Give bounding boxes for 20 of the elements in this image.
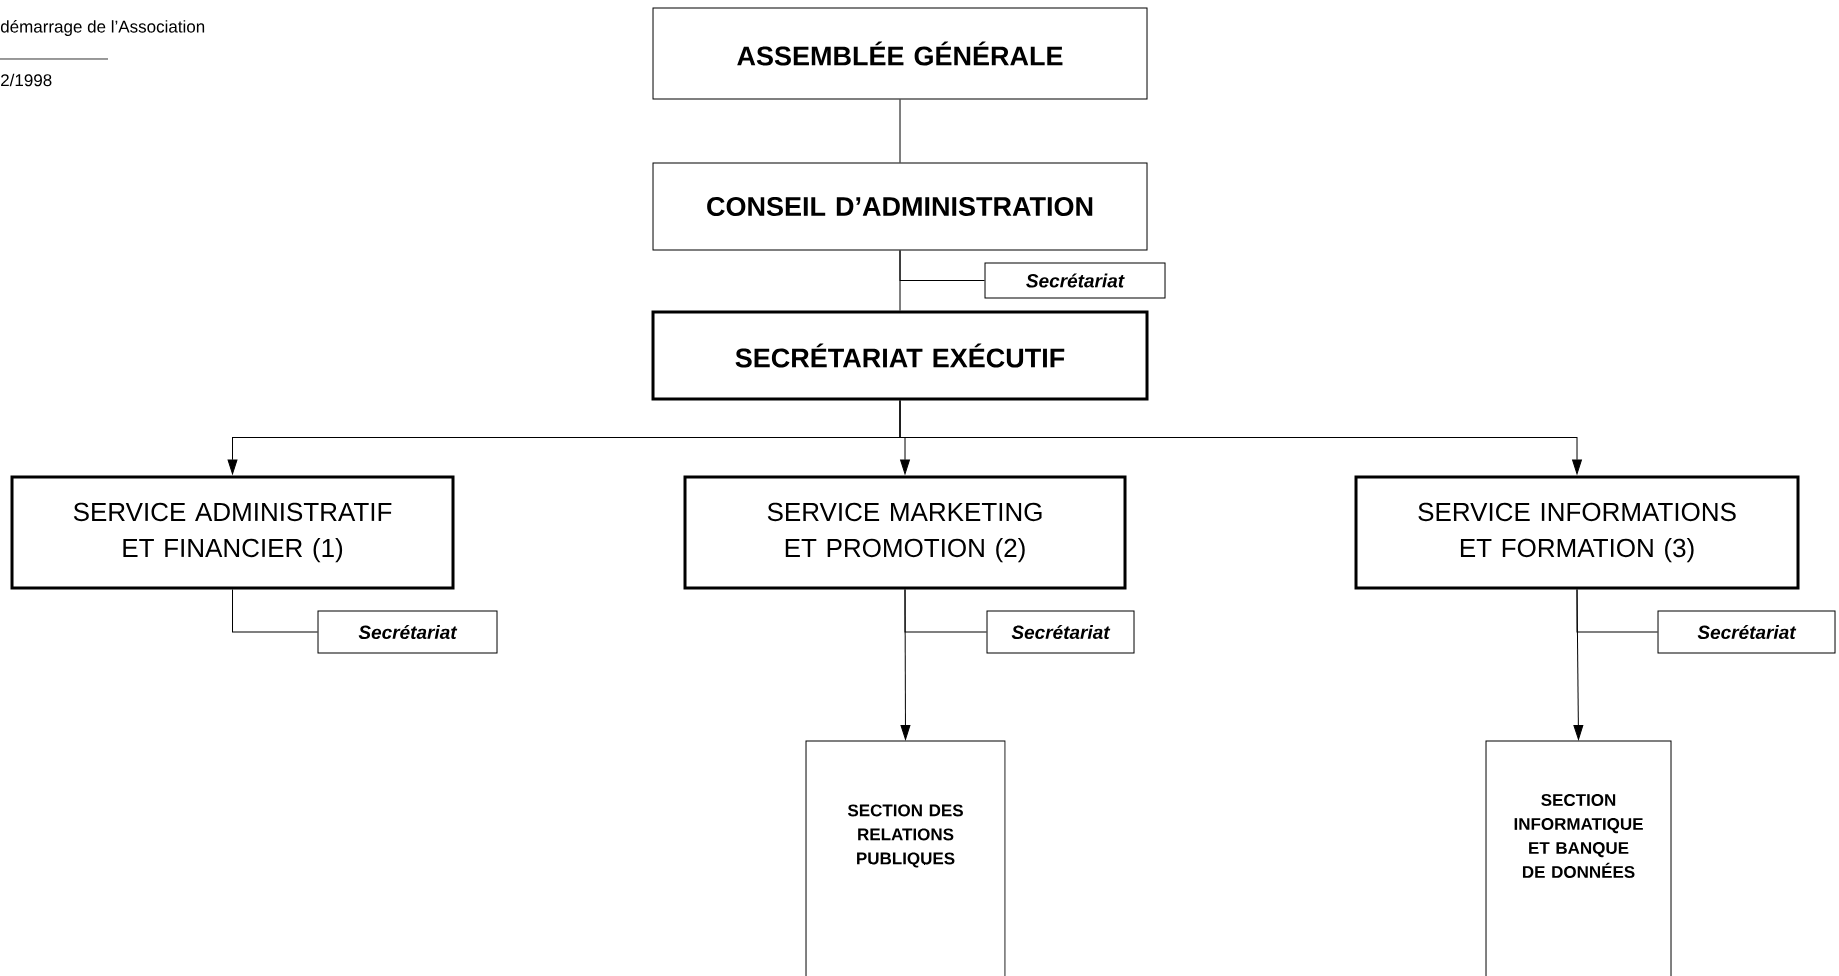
org-box: ASSEMBLÉE GÉNÉRALE: [652, 7, 1148, 100]
note-text: démarrage de l’Association: [0, 20, 205, 36]
arrow: [1573, 589, 1584, 740]
secretariat-box: Secrétariat: [986, 610, 1135, 654]
org-box: SERVICE INFORMATIONS ET FORMATION (3): [1354, 475, 1800, 590]
org-box: SECRÉTARIAT EXÉCUTIF: [651, 310, 1149, 401]
arrow: [900, 589, 911, 740]
secretariat-box: Secrétariat: [317, 610, 498, 654]
connector-line: [232, 589, 318, 633]
connector-line: [899, 250, 985, 281]
secretariat-box: Secrétariat: [1657, 610, 1836, 654]
note-text: 2/1998: [1, 73, 52, 87]
section-box: SECTION INFORMATIQUE ET BANQUE DE DONNÉES: [1485, 740, 1672, 976]
connector-line: [899, 99, 901, 163]
arrow: [899, 400, 1582, 475]
secretariat-box: Secrétariat: [984, 262, 1166, 299]
section-box: SECTION DES RELATIONS PUBLIQUES: [805, 740, 1006, 976]
org-box: CONSEIL D’ADMINISTRATION: [652, 162, 1148, 251]
org-box: SERVICE MARKETING ET PROMOTION (2): [683, 475, 1127, 590]
org-box: SERVICE ADMINISTRATIF ET FINANCIER (1): [10, 475, 455, 590]
